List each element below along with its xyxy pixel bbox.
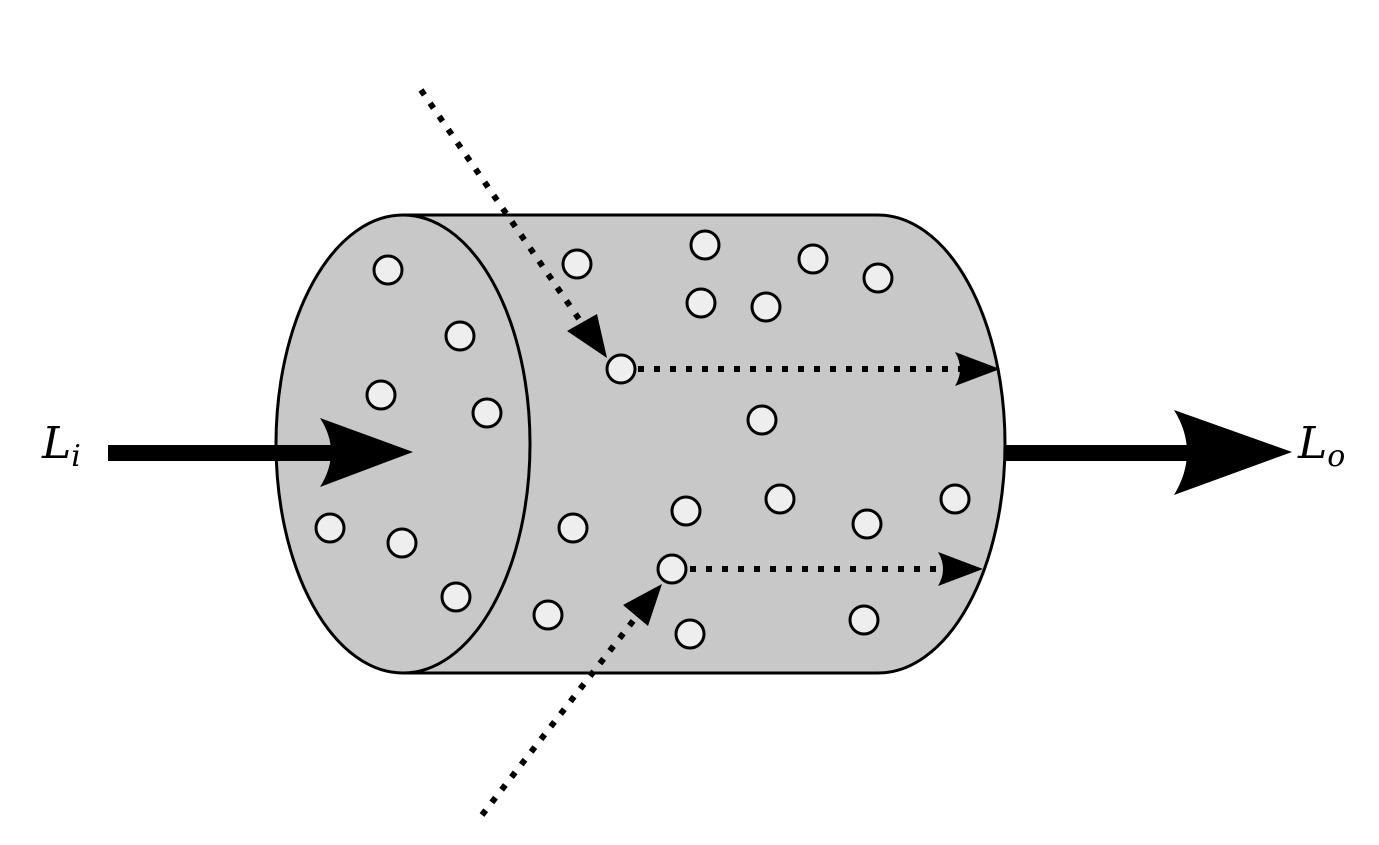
- scattered-path-top: [418, 88, 1000, 386]
- outgoing-beam-arrow: [1005, 410, 1292, 495]
- particle: [656, 553, 688, 585]
- particle: [670, 495, 702, 527]
- particle: [848, 604, 880, 636]
- particle: [674, 618, 706, 650]
- output-label: Lo: [1297, 418, 1345, 474]
- particle: [561, 248, 593, 280]
- particle: [471, 397, 503, 429]
- particles: [314, 229, 971, 650]
- cylinder-front-face: [274, 213, 532, 675]
- particle: [746, 404, 778, 436]
- particle: [685, 287, 717, 319]
- particle: [689, 229, 721, 261]
- incoming-beam-arrow: [108, 418, 413, 487]
- particle: [314, 512, 346, 544]
- particle: [764, 483, 796, 515]
- cylinder: [274, 213, 1007, 675]
- particle: [851, 508, 883, 540]
- particle: [440, 581, 472, 613]
- particle: [365, 379, 397, 411]
- particle: [532, 599, 564, 631]
- particle: [797, 243, 829, 275]
- scattered-path-bottom: [479, 552, 983, 817]
- cylinder-body: [401, 213, 1007, 675]
- particle: [750, 291, 782, 323]
- particle: [605, 353, 637, 385]
- particle: [444, 320, 476, 352]
- particle: [386, 527, 418, 559]
- particle: [862, 262, 894, 294]
- particle: [939, 483, 971, 515]
- input-label: Li: [41, 418, 81, 474]
- particle: [372, 254, 404, 286]
- particle: [557, 512, 589, 544]
